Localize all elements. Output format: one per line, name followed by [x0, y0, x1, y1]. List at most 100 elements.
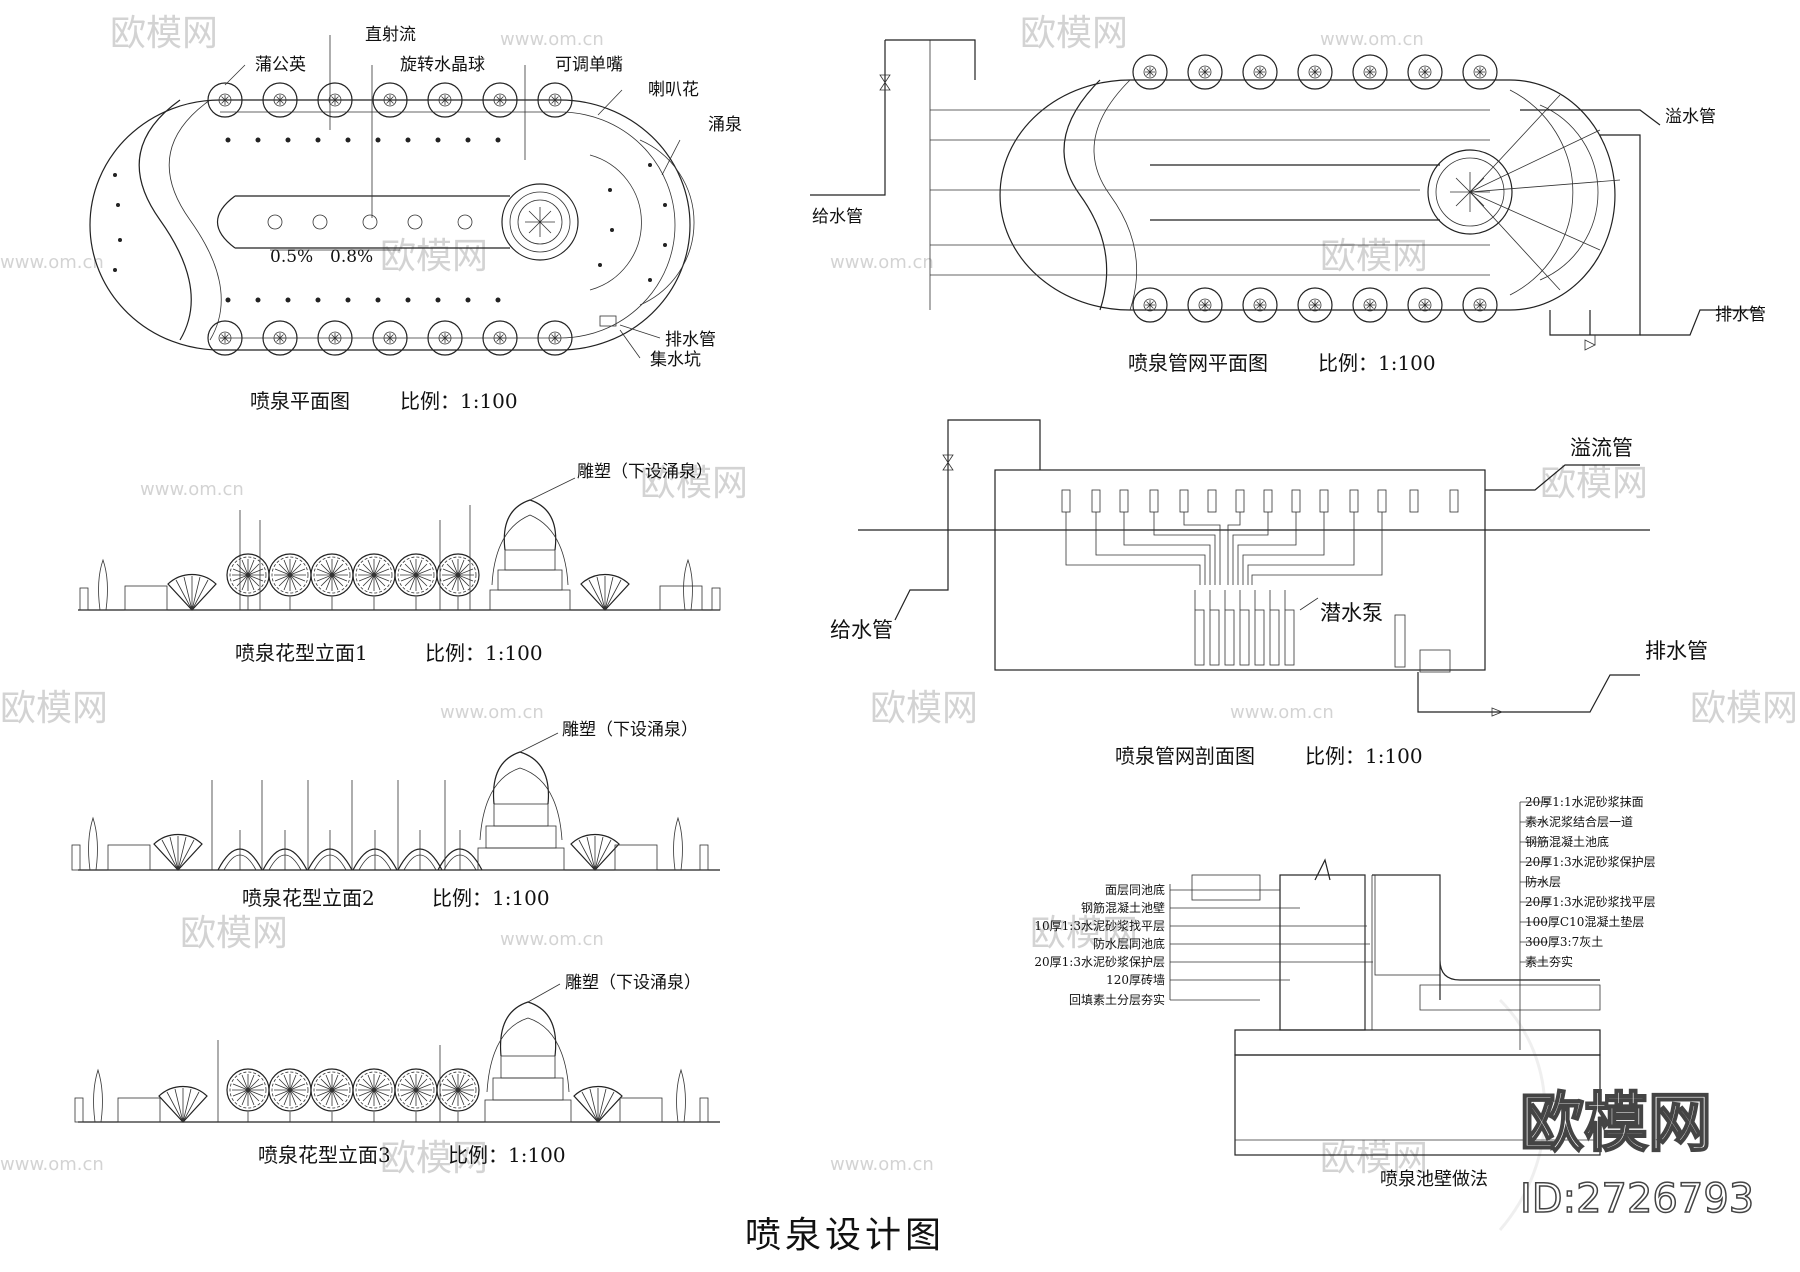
watermark-brand: 欧模网 [1690, 688, 1798, 729]
pipe-lines [929, 40, 1490, 310]
watermark-url: www.om.cn [500, 29, 604, 50]
watermark-brand: 欧模网 [110, 13, 218, 54]
label-sump: 集水坑 [650, 350, 701, 370]
watermark-url: www.om.cn [1230, 702, 1334, 723]
label-overflow-pipe: 溢水管 [1665, 107, 1716, 127]
sculpture-1 [489, 499, 571, 611]
caption-elevation-2: 喷泉花型立面2 [242, 886, 375, 910]
watermark-brand: 欧模网 [870, 688, 978, 729]
wall-right-label: 300厚3:7灰土 [1525, 935, 1603, 949]
watermark-brand: 欧模网 [180, 913, 288, 954]
watermark-url: www.om.cn [830, 252, 934, 273]
sculpture-3 [484, 1001, 572, 1123]
label-slope-2: 0.8% [330, 247, 373, 267]
dandelion-balls-1 [226, 553, 480, 597]
elevation-2: 雕塑（下设涌泉） 喷泉花型立面2 比例：1:100 [71, 720, 720, 910]
sculpture-2 [477, 751, 565, 871]
wall-right-label: 素水泥浆结合层一道 [1525, 814, 1633, 829]
watermark-brand: 欧模网 [1320, 236, 1428, 277]
wall-right-label: 100厚C10混凝土垫层 [1525, 914, 1644, 929]
leader-lines [224, 35, 681, 359]
watermark-url: www.om.cn [1320, 29, 1424, 50]
wall-left-label: 回填素土分层夯实 [1069, 992, 1165, 1007]
wall-right-label: 防水层 [1525, 874, 1561, 889]
wall-right-label: 素土夯实 [1525, 954, 1573, 969]
caption-plan: 喷泉平面图 [250, 389, 350, 413]
wall-left-label: 120厚砖墙 [1106, 972, 1165, 987]
wall-left-label: 面层同池底 [1105, 882, 1165, 897]
label-slope-1: 0.5% [270, 247, 313, 267]
scale-elevation-2: 比例：1:100 [432, 886, 550, 910]
wall-left-label: 10厚1:3水泥砂浆找平层 [1034, 918, 1165, 933]
label-trumpet: 喇叭花 [648, 80, 699, 100]
elevation-3: 雕塑（下设涌泉） 喷泉花型立面3 比例：1:100 [74, 973, 720, 1167]
watermark-brand: 欧模网 [1020, 13, 1128, 54]
watermark-url: www.om.cn [830, 1154, 934, 1175]
label-direct-jet: 直射流 [365, 25, 416, 45]
label-pump: 潜水泵 [1320, 601, 1383, 625]
sump-pit [599, 315, 617, 327]
jet-dots [113, 137, 667, 303]
pipe-plan-jets-top [1132, 54, 1498, 90]
watermark-brand: 欧模网 [1030, 913, 1138, 954]
watermark-brand: 欧模网 [1320, 1138, 1428, 1179]
sheet-title: 喷泉设计图 [745, 1215, 945, 1256]
wall-right-labels: 20厚1:1水泥砂浆抹面 素水泥浆结合层一道 钢筋混凝土池底 20厚1:3水泥砂… [1525, 794, 1656, 969]
label-drain-pipe: 排水管 [665, 330, 716, 350]
watermark-logo-text: 欧模网 [1520, 1087, 1712, 1161]
pipe-plan-jets-bottom [1132, 287, 1498, 323]
watermark-brand: 欧模网 [0, 688, 108, 729]
pipe-section: 溢流管 给水管 潜水泵 排水管 喷泉管网剖面图 比例：1:100 [830, 419, 1708, 768]
label-drain-section: 排水管 [1645, 639, 1708, 663]
watermark-brand: 欧模网 [380, 236, 488, 277]
arch-jets-2 [217, 829, 483, 871]
section-branch-pipes [1065, 512, 1383, 585]
section-nozzles [1061, 489, 1459, 513]
wall-detail: 面层同池底 钢筋混凝土池壁 10厚1:3水泥砂浆找平层 防水层同池底 20厚1:… [1034, 794, 1655, 1190]
elevation-1: 雕塑（下设涌泉） 喷泉花型立面1 比例：1:100 [78, 462, 721, 665]
wall-right-label: 20厚1:3水泥砂浆保护层 [1525, 854, 1656, 869]
label-overflow-section: 溢流管 [1570, 436, 1633, 460]
wall-right-label: 钢筋混凝土池底 [1525, 834, 1609, 849]
label-sculpture-3: 雕塑（下设涌泉） [565, 973, 701, 993]
pipe-plan: 溢水管 给水管 排水管 喷泉管网平面图 比例：1:100 [810, 39, 1766, 375]
label-adjustable-nozzle: 可调单嘴 [555, 55, 623, 75]
label-supply-pipe: 给水管 [812, 207, 863, 227]
label-supply-section: 给水管 [830, 618, 893, 642]
caption-wall-detail: 喷泉池壁做法 [1380, 1169, 1488, 1190]
label-drain-pipe-plan: 排水管 [1715, 305, 1766, 325]
caption-elevation-3: 喷泉花型立面3 [258, 1143, 391, 1167]
wall-left-label: 20厚1:3水泥砂浆保护层 [1034, 954, 1165, 969]
watermark-layer: 欧模网 欧模网 www.om.cn www.om.cn www.om.cn 欧模… [0, 13, 1798, 1231]
watermark-brand: 欧模网 [640, 463, 748, 504]
watermark-url: www.om.cn [0, 252, 104, 273]
wall-left-label: 防水层同池底 [1093, 936, 1165, 951]
scale-plan: 比例：1:100 [400, 389, 518, 413]
fountain-plan: 蒲公英 直射流 旋转水晶球 可调单嘴 喇叭花 涌泉 0.5% 0.8% 排水管 … [89, 25, 742, 413]
watermark-url: www.om.cn [500, 929, 604, 950]
wall-left-leaders [1169, 884, 1373, 1001]
crystal-ball-row [267, 214, 473, 230]
label-bubbler: 涌泉 [708, 115, 742, 135]
wall-left-label: 钢筋混凝土池壁 [1081, 900, 1165, 915]
wall-right-label: 20厚1:3水泥砂浆找平层 [1525, 894, 1656, 909]
dandelion-balls-3 [226, 1068, 480, 1112]
scale-section: 比例：1:100 [1305, 744, 1423, 768]
scale-pipe-plan: 比例：1:100 [1318, 351, 1436, 375]
watermark-id: ID:2726793 [1520, 1176, 1754, 1222]
submersible-pumps [1194, 590, 1406, 668]
scale-elevation-1: 比例：1:100 [425, 641, 543, 665]
watermark-brand: 欧模网 [380, 1138, 488, 1179]
wall-right-leaders [1519, 801, 1548, 1050]
watermark-url: www.om.cn [140, 479, 244, 500]
label-sculpture-1: 雕塑（下设涌泉） [577, 462, 713, 482]
label-crystal-ball: 旋转水晶球 [400, 55, 485, 75]
label-sculpture-2: 雕塑（下设涌泉） [562, 720, 698, 740]
watermark-brand: 欧模网 [1540, 463, 1648, 504]
wall-right-label: 20厚1:1水泥砂浆抹面 [1525, 794, 1644, 809]
label-dandelion: 蒲公英 [255, 55, 306, 75]
caption-pipe-plan: 喷泉管网平面图 [1128, 351, 1268, 375]
caption-elevation-1: 喷泉花型立面1 [235, 641, 368, 665]
scale-elevation-3: 比例：1:100 [448, 1143, 566, 1167]
